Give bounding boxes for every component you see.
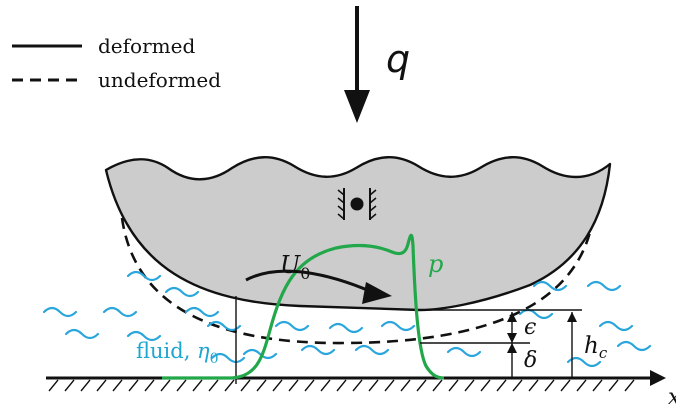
ground-hatch bbox=[64, 379, 75, 392]
velocity-arrowhead bbox=[362, 282, 392, 304]
ground-hatch bbox=[624, 379, 635, 392]
load-arrow bbox=[344, 6, 370, 123]
hc-label: hc bbox=[584, 333, 608, 362]
x-axis-arrowhead bbox=[650, 370, 666, 386]
ground-hatch bbox=[416, 379, 427, 392]
fluid-wave bbox=[586, 280, 622, 292]
ground-hatch bbox=[288, 379, 299, 392]
ground-hatch bbox=[528, 379, 539, 392]
ground-hatch bbox=[608, 379, 619, 392]
ground-hatch bbox=[96, 379, 107, 392]
fluid-wave bbox=[380, 320, 416, 332]
ground-hatch bbox=[384, 379, 395, 392]
fluid-wave bbox=[126, 270, 162, 282]
legend-undeformed-label: undeformed bbox=[98, 68, 221, 92]
ground-hatch bbox=[208, 379, 219, 392]
fluid-wave bbox=[566, 356, 602, 368]
ground-hatch bbox=[464, 379, 475, 392]
ground-hatch bbox=[80, 379, 91, 392]
x-axis-label: x bbox=[668, 385, 676, 410]
ground-hatch bbox=[544, 379, 555, 392]
ground-hatch bbox=[160, 379, 171, 392]
ground-hatch bbox=[128, 379, 139, 392]
fluid-wave bbox=[184, 306, 220, 318]
ground-hatch bbox=[176, 379, 187, 392]
ground-hatch bbox=[224, 379, 235, 392]
fluid-wave bbox=[446, 346, 482, 358]
pin-support-icon bbox=[337, 188, 377, 220]
fluid-waves bbox=[42, 270, 652, 368]
velocity-label: U0 bbox=[280, 251, 310, 283]
ground-hatch bbox=[592, 379, 603, 392]
ground-hatch bbox=[576, 379, 587, 392]
ground-hatch bbox=[512, 379, 523, 392]
load-label: q bbox=[386, 37, 410, 81]
pressure-label: p bbox=[428, 250, 443, 278]
ground-hatch bbox=[336, 379, 347, 392]
fluid-wave bbox=[64, 328, 100, 340]
fluid-wave bbox=[532, 280, 568, 292]
ground-hatch bbox=[192, 379, 203, 392]
ground-surface bbox=[46, 376, 652, 392]
legend-deformed-label: deformed bbox=[98, 34, 195, 58]
fluid-wave bbox=[274, 320, 310, 332]
velocity-arrow bbox=[245, 269, 373, 294]
dimension-arrowheads bbox=[507, 312, 577, 353]
fluid-wave bbox=[126, 330, 162, 342]
ground-hatch bbox=[352, 379, 363, 392]
fluid-wave bbox=[210, 352, 246, 364]
ground-hatch bbox=[256, 379, 267, 392]
fluid-wave bbox=[328, 322, 364, 334]
fluid-wave bbox=[354, 344, 390, 356]
ground-hatch bbox=[320, 379, 331, 392]
fluid-wave bbox=[164, 286, 200, 298]
fluid-wave bbox=[102, 306, 138, 318]
fluid-wave bbox=[300, 344, 336, 356]
ground-hatch bbox=[560, 379, 571, 392]
ground-hatch bbox=[432, 379, 443, 392]
undeformed-surface bbox=[120, 217, 592, 345]
delta-label: δ bbox=[524, 348, 537, 373]
fluid-label: fluid, η0 bbox=[136, 339, 219, 367]
ground-hatch bbox=[480, 379, 491, 392]
epsilon-label: ϵ bbox=[524, 315, 536, 340]
ground-hatch bbox=[48, 379, 59, 392]
ground-hatch bbox=[304, 379, 315, 392]
ground-hatch bbox=[400, 379, 411, 392]
ground-hatch bbox=[144, 379, 155, 392]
fluid-wave bbox=[616, 340, 652, 352]
pressure-curve bbox=[162, 233, 445, 380]
fluid-wave bbox=[242, 348, 278, 360]
ground-hatch bbox=[448, 379, 459, 392]
fluid-wave bbox=[42, 306, 78, 318]
ground-hatch bbox=[272, 379, 283, 392]
fluid-wave bbox=[518, 308, 554, 320]
fluid-wave bbox=[598, 320, 634, 332]
legend: deformed undeformed bbox=[12, 34, 221, 92]
ground-hatch bbox=[368, 379, 379, 392]
ground-hatch bbox=[496, 379, 507, 392]
ground-hatch bbox=[112, 379, 123, 392]
ground-hatch bbox=[240, 379, 251, 392]
